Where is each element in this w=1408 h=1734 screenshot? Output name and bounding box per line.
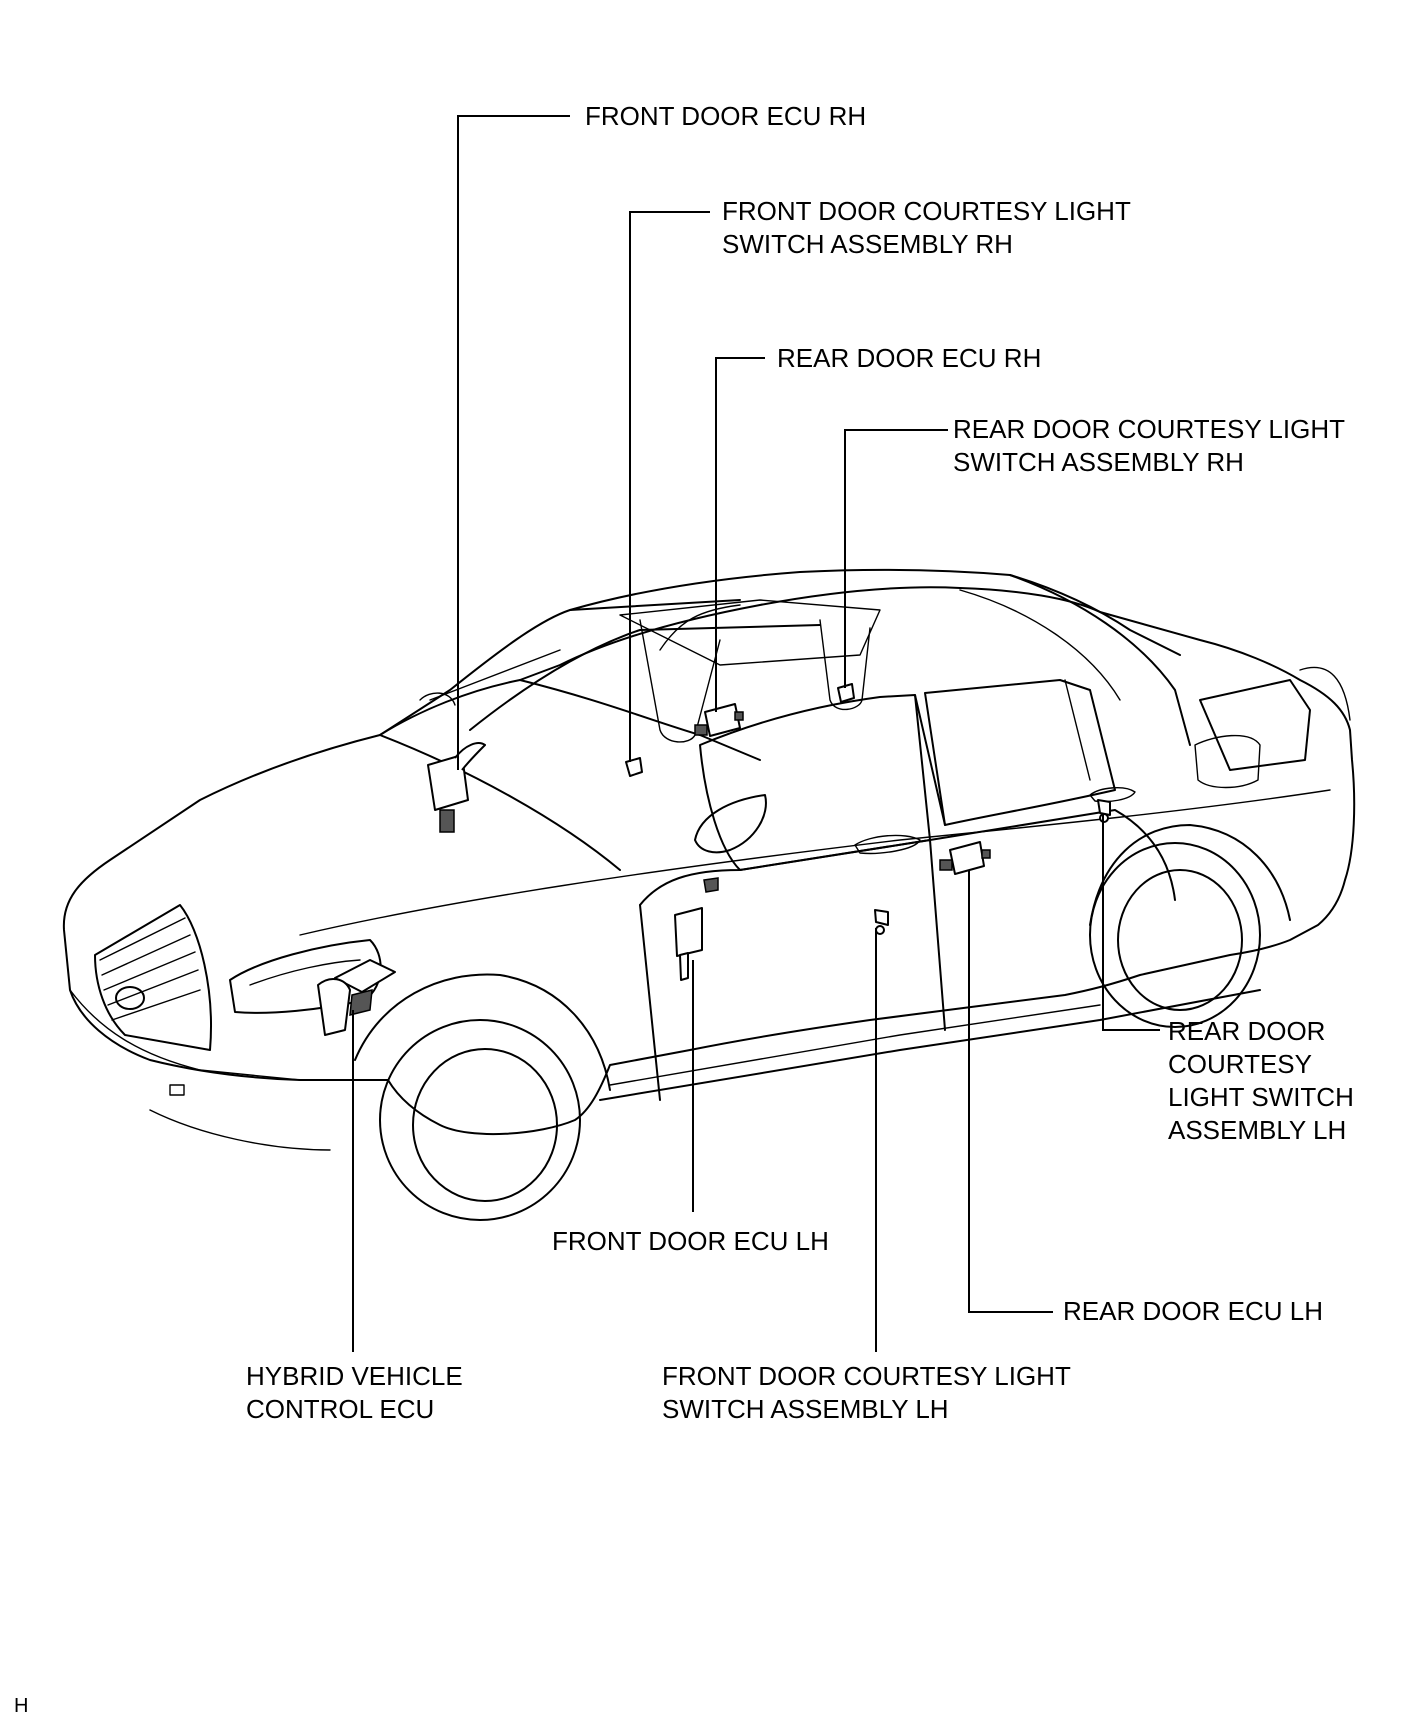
leader-rear-door-ecu-rh [715,357,765,712]
front-door-courtesy-switch-lh-part [874,909,889,935]
label-rear-door-courtesy-lh: REAR DOOR COURTESY LIGHT SWITCH ASSEMBLY… [1168,1016,1361,1145]
label-line: COURTESY [1168,1049,1312,1079]
labels: FRONT DOOR ECU RH FRONT DOOR COURTESY LI… [14,101,1361,1717]
label-line: SWITCH ASSEMBLY RH [953,447,1244,477]
leader-front-door-courtesy-rh [629,211,710,762]
figure-code: H [14,1695,28,1717]
front-door-courtesy-switch-rh-part [625,757,643,777]
label-front-door-ecu-rh: FRONT DOOR ECU RH [585,101,866,131]
front-door-ecu-rh-part [427,742,486,833]
hybrid-vehicle-control-ecu-part [317,959,396,1036]
label-line: REAR DOOR COURTESY LIGHT [953,414,1345,444]
front-door-ecu-lh-part [674,877,719,981]
label-front-door-ecu-lh: FRONT DOOR ECU LH [552,1226,829,1256]
label-line: SWITCH ASSEMBLY RH [722,229,1013,259]
vehicle-illustration [62,568,1356,1221]
label-line: ASSEMBLY LH [1168,1115,1346,1145]
label-front-door-courtesy-rh: FRONT DOOR COURTESY LIGHT SWITCH ASSEMBL… [722,196,1138,259]
leader-rear-door-courtesy-lh [1102,815,1160,1031]
components [317,683,1111,1036]
rear-door-ecu-rh-part [694,703,744,737]
label-line: REAR DOOR [1168,1016,1325,1046]
rear-door-ecu-lh-part [939,841,991,875]
leader-rear-door-courtesy-rh [844,429,948,688]
label-line: LIGHT SWITCH [1168,1082,1354,1112]
label-rear-door-ecu-lh: REAR DOOR ECU LH [1063,1296,1323,1326]
leader-lines [352,115,1160,1352]
label-line: CONTROL ECU [246,1394,434,1424]
label-hybrid-vehicle-control-ecu: HYBRID VEHICLE CONTROL ECU [246,1361,470,1424]
label-line: HYBRID VEHICLE [246,1361,463,1391]
label-line: FRONT DOOR COURTESY LIGHT [662,1361,1071,1391]
leader-rear-door-ecu-lh [968,870,1053,1313]
label-front-door-courtesy-lh: FRONT DOOR COURTESY LIGHT SWITCH ASSEMBL… [662,1361,1078,1424]
leader-front-door-ecu-rh [457,115,570,770]
label-line: FRONT DOOR COURTESY LIGHT [722,196,1131,226]
label-line: SWITCH ASSEMBLY LH [662,1394,949,1424]
rear-door-courtesy-switch-rh-part [837,683,855,703]
label-rear-door-ecu-rh: REAR DOOR ECU RH [777,343,1041,373]
label-rear-door-courtesy-rh: REAR DOOR COURTESY LIGHT SWITCH ASSEMBLY… [953,414,1352,477]
